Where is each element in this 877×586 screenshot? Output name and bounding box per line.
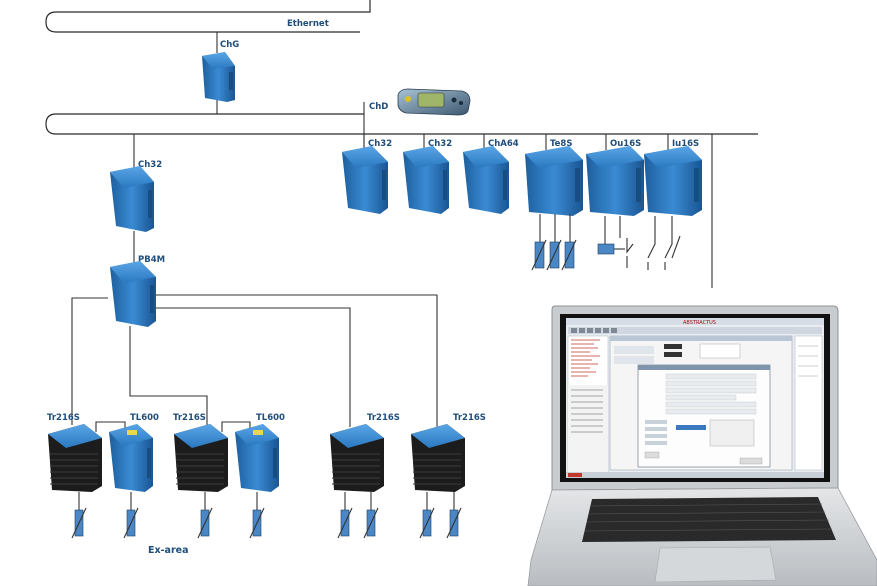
module-label-ou16s: Ou16S	[610, 139, 641, 149]
module-label-tr216s-3: Tr216S	[367, 413, 400, 423]
ex-area-sensors	[71, 492, 462, 539]
field-bus	[45, 113, 758, 135]
module-label-ch32-left: Ch32	[138, 160, 162, 170]
module-label-pb4m: PB4M	[138, 255, 165, 265]
module-label-cha64: ChA64	[488, 139, 519, 149]
module-label-ch32-a: Ch32	[368, 139, 392, 149]
module-tr216s-4	[411, 424, 465, 492]
iu16s-inputs	[647, 216, 681, 270]
module-label-tl600-1: TL600	[130, 413, 159, 423]
module-label-ch32-b: Ch32	[428, 139, 452, 149]
screen-title: ABSTRACTUS	[683, 320, 716, 326]
module-ch32-a	[342, 146, 388, 214]
module-tl600-1	[109, 424, 153, 492]
ou16s-outputs	[597, 216, 634, 268]
laptop: ABSTRACTUS	[527, 305, 877, 586]
module-label-te8s: Te8S	[550, 139, 572, 149]
laptop-screen: ABSTRACTUS	[566, 318, 824, 478]
te8s-sensors	[531, 214, 577, 271]
module-label-chg: ChG	[220, 40, 239, 50]
module-cha64	[463, 146, 509, 214]
module-label-tl600-2: TL600	[256, 413, 285, 423]
module-ch32-b	[403, 146, 449, 214]
module-label-chd: ChD	[369, 102, 388, 112]
module-chg	[202, 52, 235, 102]
pb4m-wiring	[71, 294, 438, 428]
module-te8s	[525, 146, 583, 216]
module-ou16s	[586, 146, 644, 216]
ethernet-bus: Ethernet	[45, 0, 371, 33]
module-iu16s	[644, 146, 702, 216]
module-label-tr216s-4: Tr216S	[453, 413, 486, 423]
module-label-tr216s-1: Tr216S	[47, 413, 80, 423]
module-chd-panel	[397, 88, 471, 116]
module-ch32-left	[110, 166, 154, 232]
module-tr216s-3	[330, 424, 384, 492]
module-label-tr216s-2: Tr216S	[173, 413, 206, 423]
module-tl600-2	[235, 424, 279, 492]
module-tr216s-1	[48, 424, 102, 492]
module-pb4m	[110, 261, 156, 327]
module-label-iu16s: Iu16S	[672, 139, 699, 149]
ex-area-label: Ex-area	[148, 545, 189, 556]
ethernet-label: Ethernet	[287, 19, 329, 29]
module-tr216s-2	[174, 424, 228, 492]
